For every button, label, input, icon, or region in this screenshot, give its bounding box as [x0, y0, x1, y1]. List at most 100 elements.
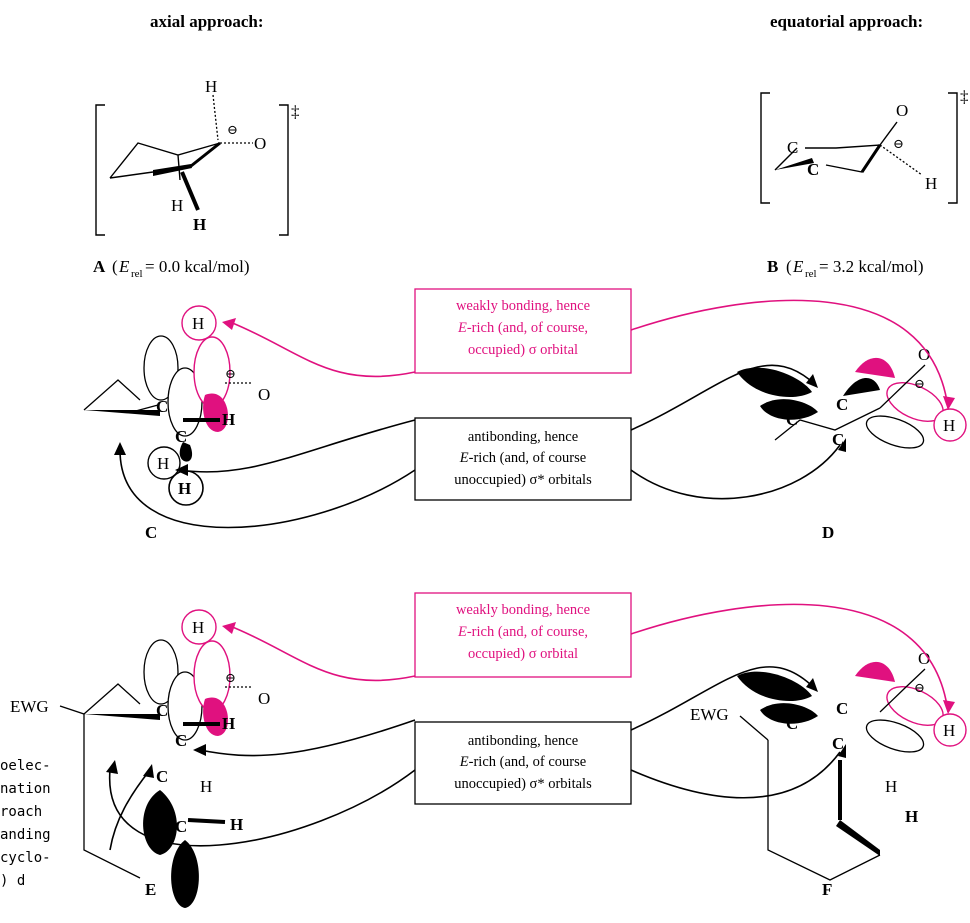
svg-text:occupied) σ orbital: occupied) σ orbital — [468, 342, 578, 358]
bonding-box-1: weakly bonding, hence E-rich (and, of co… — [414, 288, 632, 374]
svg-text:E: E — [792, 257, 804, 276]
svg-text:H: H — [178, 479, 191, 498]
svg-text:E-rich (and, of course: E-rich (and, of course — [459, 450, 586, 466]
label-C: C — [145, 523, 157, 542]
svg-text:H: H — [222, 410, 235, 429]
svg-text:rel: rel — [805, 268, 817, 280]
atom-H-A-bold: H — [193, 215, 206, 234]
svg-text:C: C — [836, 395, 848, 414]
minus-A: ⊖ — [227, 122, 238, 137]
svg-text:⊖: ⊖ — [914, 376, 925, 391]
svg-text:anding: anding — [0, 827, 51, 843]
svg-text:E-rich (and, of course,: E-rich (and, of course, — [457, 624, 588, 640]
svg-text:unoccupied) σ* orbitals: unoccupied) σ* orbitals — [454, 472, 592, 488]
structure-C: H C C H ⊖ O H H — [83, 305, 270, 506]
svg-text:C: C — [156, 767, 168, 786]
svg-text:C: C — [832, 734, 844, 753]
svg-text:C: C — [787, 138, 798, 157]
arrowheads-row1 — [114, 318, 955, 476]
svg-text:⊖: ⊖ — [225, 670, 236, 685]
antibonding-box-2: antibonding, hence E-rich (and, of cours… — [414, 721, 632, 805]
svg-text:C: C — [156, 701, 168, 720]
svg-text:C: C — [786, 410, 798, 429]
svg-text:H: H — [905, 807, 918, 826]
svg-text:⊖: ⊖ — [914, 680, 925, 695]
svg-text:= 3.2 kcal/mol): = 3.2 kcal/mol) — [819, 257, 923, 276]
svg-text:C: C — [175, 817, 187, 836]
svg-text:H: H — [943, 721, 955, 740]
svg-text:C: C — [778, 377, 790, 396]
svg-text:antibonding, hence: antibonding, hence — [468, 429, 578, 445]
svg-text:O: O — [896, 101, 908, 120]
svg-text:= 0.0 kcal/mol): = 0.0 kcal/mol) — [145, 257, 249, 276]
svg-text:C: C — [807, 160, 819, 179]
label-E: E — [145, 880, 156, 899]
atom-O-A: O — [254, 134, 266, 153]
svg-text:cyclo-: cyclo- — [0, 850, 51, 866]
bonding-box-2: weakly bonding, hence E-rich (and, of co… — [414, 592, 632, 678]
structure-F: H EWG C C C C O ⊖ H H — [690, 649, 967, 881]
svg-text:H: H — [192, 314, 204, 333]
svg-text:C: C — [175, 427, 187, 446]
svg-text:E-rich (and, of course: E-rich (and, of course — [459, 754, 586, 770]
svg-text:O: O — [918, 345, 930, 364]
svg-text:H: H — [885, 777, 897, 796]
svg-text:C: C — [836, 699, 848, 718]
structure-D: H C C C C O ⊖ — [737, 345, 967, 449]
svg-text:O: O — [918, 649, 930, 668]
svg-text:roach: roach — [0, 804, 42, 820]
svg-text:E-rich (and, of course,: E-rich (and, of course, — [457, 320, 588, 336]
svg-text:H: H — [925, 174, 937, 193]
svg-text:⊖: ⊖ — [225, 366, 236, 381]
svg-text:C: C — [175, 731, 187, 750]
bracket-left — [95, 104, 105, 236]
svg-text:weakly bonding, hence: weakly bonding, hence — [456, 602, 590, 618]
svg-text:weakly bonding, hence: weakly bonding, hence — [456, 298, 590, 314]
svg-text:B: B — [767, 257, 778, 276]
svg-text:⊖: ⊖ — [893, 136, 904, 151]
svg-text:H: H — [230, 815, 243, 834]
svg-text:rel: rel — [131, 268, 143, 280]
structure-E: H EWG C C H ⊖ O C H C H — [10, 609, 270, 908]
svg-text:‡: ‡ — [960, 87, 969, 106]
svg-text:antibonding, hence: antibonding, hence — [468, 733, 578, 749]
arrows-row1 — [119, 299, 949, 529]
ts-symbol-A: ‡ — [291, 102, 300, 121]
header-equatorial: equatorial approach: — [770, 12, 923, 31]
svg-text:O: O — [258, 385, 270, 404]
svg-text:H: H — [157, 454, 169, 473]
structure-A: ‡ H ⊖ O H H — [95, 77, 300, 236]
side-caption: oelec- nation roach anding cyclo- ) d — [0, 758, 51, 889]
svg-text:O: O — [258, 689, 270, 708]
svg-text:A: A — [93, 257, 106, 276]
header-axial: axial approach: — [150, 12, 264, 31]
label-D: D — [822, 523, 834, 542]
svg-text:EWG: EWG — [10, 697, 49, 716]
arrows-row2 — [109, 603, 949, 847]
svg-text:C: C — [778, 681, 790, 700]
label-B: B ( E rel = 3.2 kcal/mol) — [767, 257, 923, 280]
svg-text:C: C — [156, 397, 168, 416]
arrowheads-row2 — [106, 622, 955, 851]
svg-text:H: H — [200, 777, 212, 796]
svg-text:H: H — [222, 714, 235, 733]
structure-B: ‡ C C O ⊖ H — [760, 87, 969, 204]
antibonding-box-1: antibonding, hence E-rich (and, of cours… — [414, 417, 632, 501]
svg-text:C: C — [832, 430, 844, 449]
svg-text:unoccupied) σ* orbitals: unoccupied) σ* orbitals — [454, 776, 592, 792]
svg-text:oelec-: oelec- — [0, 758, 51, 774]
svg-text:) d: ) d — [0, 873, 25, 889]
svg-text:H: H — [192, 618, 204, 637]
svg-text:nation: nation — [0, 781, 51, 797]
svg-text:(: ( — [112, 257, 118, 276]
svg-text:C: C — [786, 714, 798, 733]
svg-text:occupied) σ orbital: occupied) σ orbital — [468, 646, 578, 662]
label-A: A ( E rel = 0.0 kcal/mol) — [93, 257, 249, 280]
atom-H-A-ax: H — [171, 196, 183, 215]
svg-text:E: E — [118, 257, 130, 276]
label-F: F — [822, 880, 832, 899]
svg-text:H: H — [943, 416, 955, 435]
svg-text:(: ( — [786, 257, 792, 276]
bracket-right — [279, 104, 289, 236]
svg-text:EWG: EWG — [690, 705, 729, 724]
